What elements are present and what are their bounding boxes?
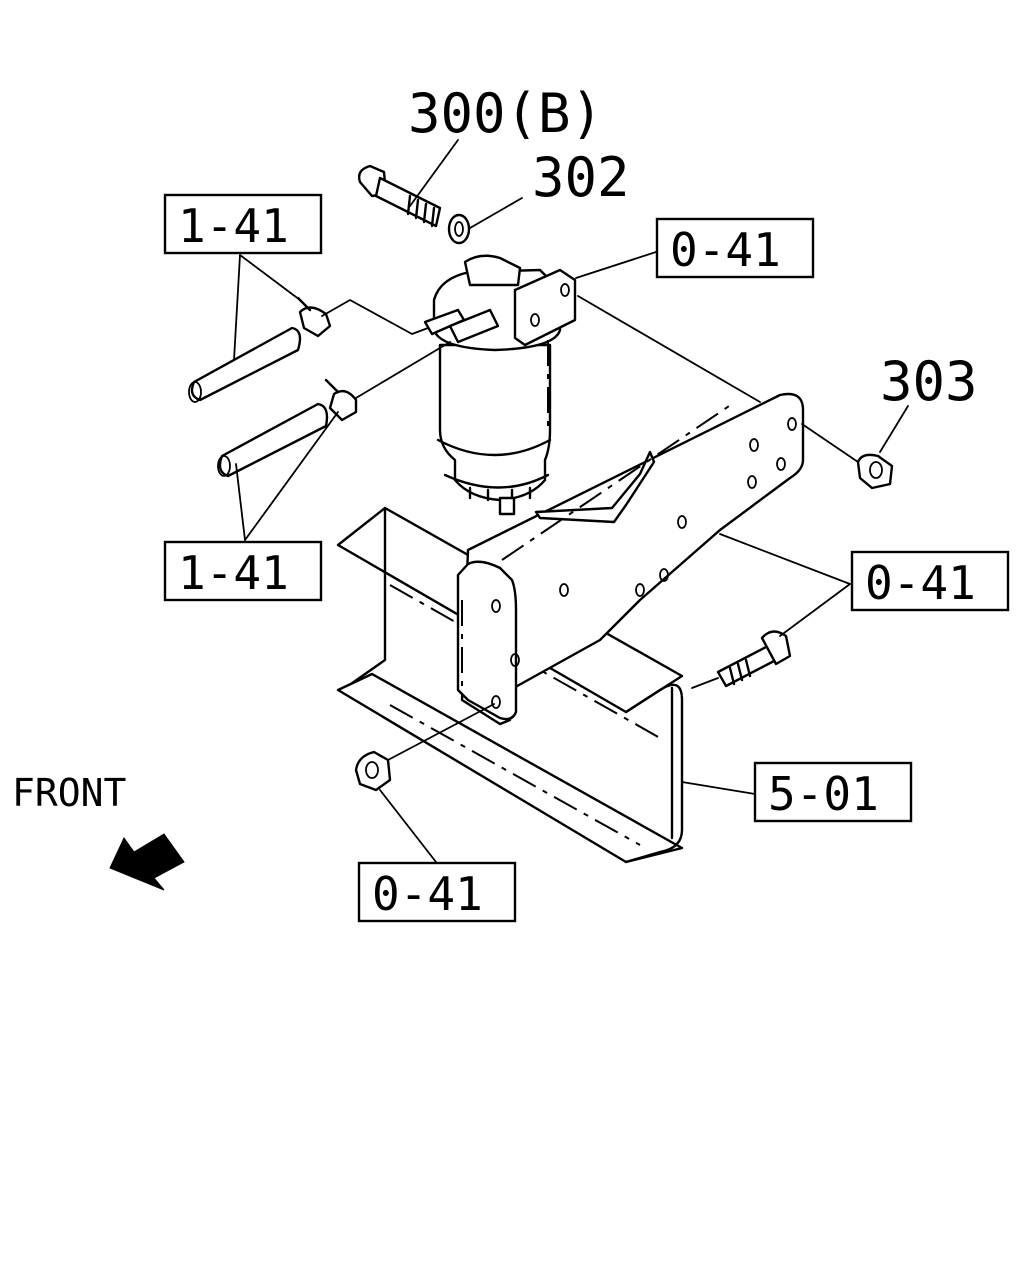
ref-box-0-41-right	[850, 550, 1010, 612]
mounting-bracket	[456, 392, 805, 726]
clamp-upper	[296, 296, 332, 338]
label-front: FRONT	[12, 771, 126, 815]
label-ref-0-41-bottom: 0-41	[372, 867, 483, 921]
bracket-holes	[491, 417, 797, 709]
bolt-300b	[357, 164, 442, 228]
label-part-302: 302	[532, 146, 630, 209]
label-ref-1-41-top: 1-41	[178, 199, 289, 253]
ref-box-0-41-bottom	[357, 861, 517, 923]
ref-box-1-41-top	[163, 193, 323, 255]
ref-box-5-01	[753, 761, 913, 823]
hose-lower	[217, 402, 329, 478]
washer-302	[447, 213, 471, 245]
label-part-300b: 300(B)	[408, 82, 603, 145]
label-ref-0-41-top: 0-41	[670, 223, 781, 277]
leader-lines	[233, 139, 909, 863]
hose-upper	[188, 326, 302, 403]
label-ref-5-01: 5-01	[768, 767, 879, 821]
ref-box-0-41-top	[655, 217, 815, 279]
nut-lower-left	[354, 750, 392, 792]
clamp-lower	[324, 378, 358, 422]
nut-303	[856, 453, 894, 490]
bolt-lower-right	[716, 630, 792, 688]
label-ref-1-41-bottom: 1-41	[178, 546, 289, 600]
fuel-filter	[423, 254, 577, 516]
label-ref-0-41-right: 0-41	[865, 556, 976, 610]
ref-box-1-41-bottom	[163, 540, 323, 602]
front-arrow-icon	[109, 833, 185, 891]
label-part-303: 303	[880, 350, 978, 413]
